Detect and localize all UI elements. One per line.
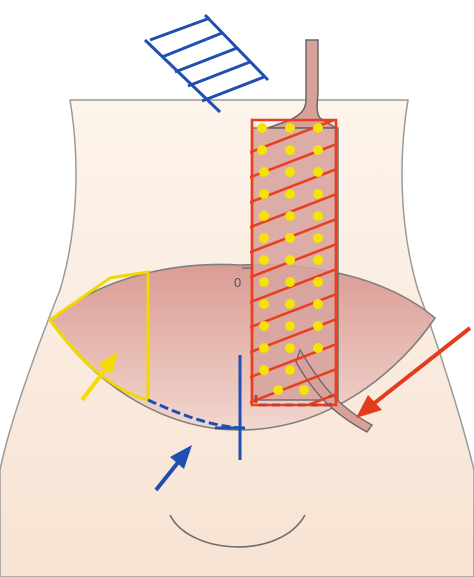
origin-label: 0 xyxy=(234,275,241,290)
blue-hatch-legend-icon xyxy=(145,15,268,112)
